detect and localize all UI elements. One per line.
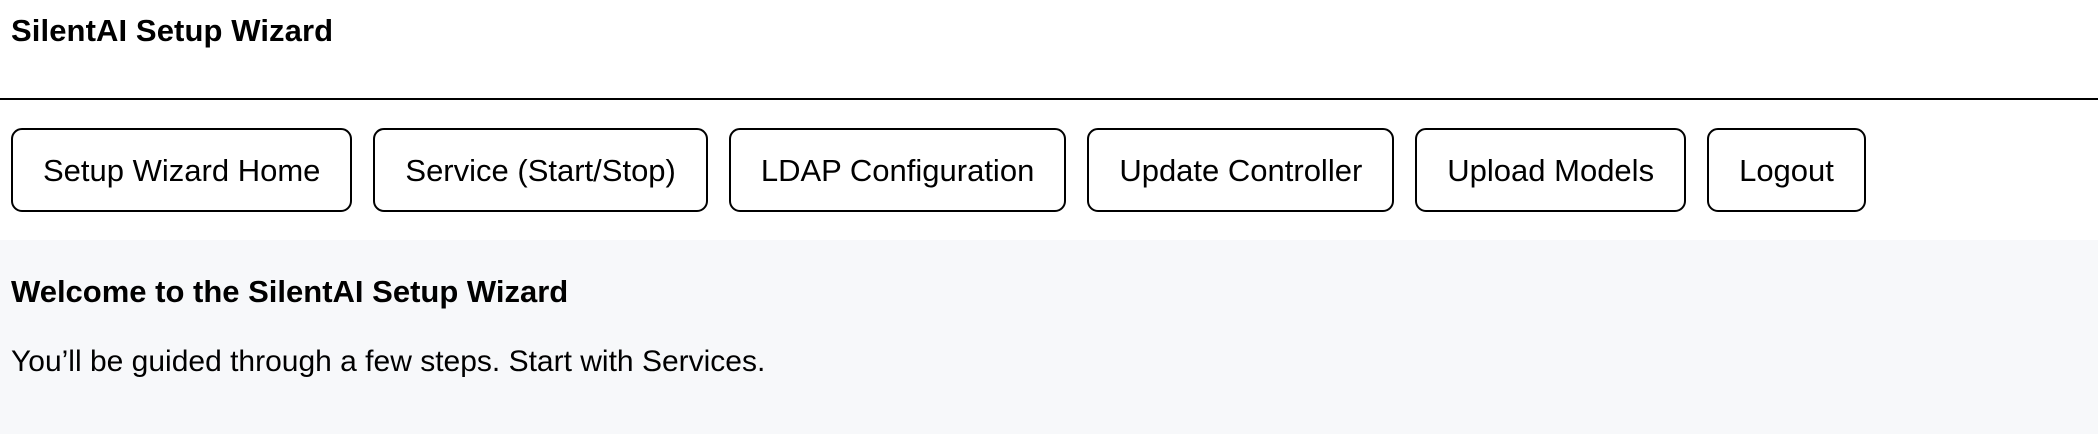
nav-button-ldap-configuration[interactable]: LDAP Configuration [728, 128, 1067, 212]
nav-button-update-controller[interactable]: Update Controller [1087, 128, 1395, 212]
app-header: SilentAI Setup Wizard [0, 0, 2098, 100]
primary-navigation: Setup Wizard Home Service (Start/Stop) L… [0, 100, 2098, 240]
nav-button-upload-models[interactable]: Upload Models [1415, 128, 1687, 212]
welcome-description: You’ll be guided through a few steps. St… [11, 344, 766, 378]
nav-button-setup-wizard-home[interactable]: Setup Wizard Home [11, 128, 353, 212]
page-title: SilentAI Setup Wizard [11, 13, 334, 48]
nav-button-service-start-stop[interactable]: Service (Start/Stop) [373, 128, 708, 212]
welcome-heading: Welcome to the SilentAI Setup Wizard [11, 274, 569, 309]
nav-button-logout[interactable]: Logout [1707, 128, 1866, 212]
main-content: Welcome to the SilentAI Setup Wizard You… [0, 240, 2098, 434]
